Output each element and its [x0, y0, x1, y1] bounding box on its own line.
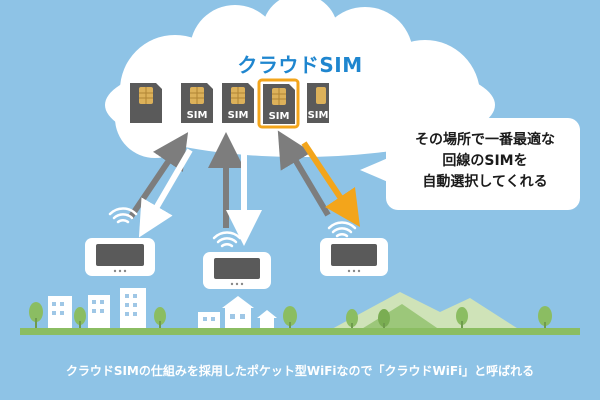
hills — [330, 292, 520, 330]
svg-text:SIM: SIM — [228, 110, 249, 121]
arrow-down-left — [138, 148, 193, 238]
svg-text:SIM: SIM — [308, 110, 329, 121]
bubble-line: 回線のSIMを — [442, 153, 528, 169]
speech-bubble — [360, 118, 580, 210]
svg-text:SIM: SIM — [187, 110, 208, 121]
caption: クラウドSIMの仕組みを採用したポケット型WiFiなので「クラウドWiFi」と呼… — [65, 364, 535, 378]
arrow-down-selected — [301, 141, 360, 227]
wifi-signal-icon — [327, 221, 357, 238]
arrow-up-right — [277, 130, 331, 217]
sim-card: SIM — [221, 82, 255, 124]
ground — [20, 328, 580, 335]
speech-bubble-text: その場所で一番最適な 回線のSIMを 自動選択してくれる — [392, 130, 578, 193]
sim-card-edge-right: SIM — [307, 83, 329, 123]
cloud-title: クラウドSIM — [237, 53, 363, 77]
wifi-signal-icon — [108, 207, 138, 224]
sim-card-row: SIM SIM SIM SIM — [129, 78, 329, 129]
arrow-up-left — [127, 132, 189, 220]
pocket-wifi-device — [320, 238, 388, 276]
pocket-wifi-device — [85, 238, 155, 276]
signal-arrows — [127, 130, 360, 246]
sim-card-selected: SIM — [257, 78, 300, 129]
sim-card-edge-left — [129, 82, 163, 124]
sim-card: SIM — [180, 82, 214, 124]
bubble-line: その場所で一番最適な — [415, 132, 555, 148]
bubble-line: 自動選択してくれる — [422, 174, 548, 190]
building-windows — [52, 294, 245, 321]
wifi-signal-icon — [212, 231, 242, 248]
trees — [29, 302, 552, 330]
svg-text:SIM: SIM — [269, 111, 290, 122]
pocket-wifi-device — [203, 252, 271, 289]
